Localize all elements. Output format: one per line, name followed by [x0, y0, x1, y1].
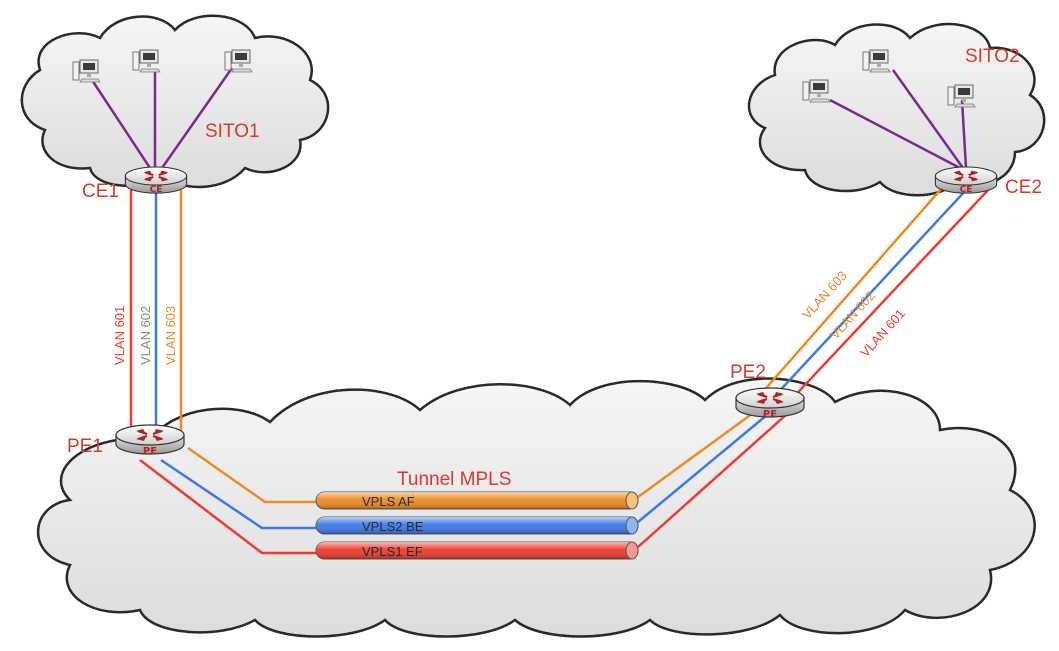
site2-label: SITO2 — [965, 46, 1020, 67]
router-badge: PE — [143, 446, 157, 457]
pe2-label: PE2 — [730, 362, 766, 383]
pipe-label-vpls-af: VPLS AF — [362, 494, 415, 509]
vlan-601-link-right — [786, 187, 991, 405]
site1-cloud — [20, 14, 330, 189]
site1-host-links — [90, 67, 234, 169]
ce2-label: CE2 — [1005, 177, 1042, 198]
vlan-links-left — [129, 190, 183, 440]
vlan-603-label-left: VLAN 603 — [163, 306, 178, 365]
router-badge: CE — [960, 185, 973, 195]
tunnel-pipes — [315, 491, 639, 560]
site2-cloud — [747, 22, 1046, 197]
workstation-icon — [947, 84, 976, 108]
tunnel-title: Tunnel MPLS — [397, 469, 511, 490]
pipe-vpls-af — [315, 491, 639, 510]
pipe-vpls2-be — [315, 516, 639, 535]
pipe-label-vpls2-be: VPLS2 BE — [362, 519, 424, 534]
vlan-links-right — [759, 187, 991, 405]
site1-label: SITO1 — [205, 121, 260, 142]
tunnel-access-paths — [139, 406, 788, 555]
vlan-601-label-right: VLAN 601 — [857, 306, 908, 360]
pipe-label-vpls1-ef: VPLS1 EF — [362, 544, 423, 559]
router-pe2[interactable]: PE — [734, 386, 806, 420]
vlan-602-link-right — [772, 189, 967, 399]
vlan-601-label-left: VLAN 601 — [112, 306, 127, 365]
workstation-icon — [862, 49, 891, 73]
router-ce1[interactable]: CE — [124, 166, 188, 195]
workstation-icon — [224, 49, 253, 73]
vlan-602-label-left: VLAN 602 — [138, 306, 153, 365]
vlan-603-link-right — [759, 187, 943, 396]
router-ce2[interactable]: CE — [934, 166, 998, 195]
router-badge: PE — [763, 409, 777, 420]
router-badge: CE — [150, 185, 163, 195]
workstation-icon — [72, 59, 101, 83]
router-pe1[interactable]: PE — [114, 423, 186, 457]
workstation-icon — [802, 79, 831, 103]
pipe-vpls1-ef — [315, 541, 639, 560]
site2-host-links — [829, 69, 968, 170]
ce1-label: CE1 — [82, 181, 119, 202]
pe1-label: PE1 — [67, 436, 103, 457]
workstation-icon — [132, 49, 161, 73]
